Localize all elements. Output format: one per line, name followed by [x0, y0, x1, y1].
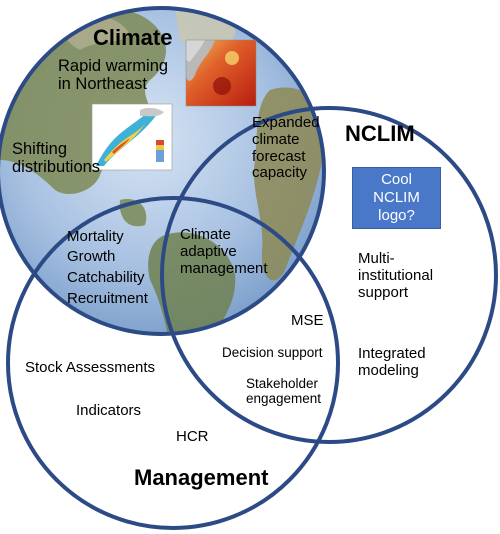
climate-item-rapid-warming: Rapid warming in Northeast	[58, 57, 169, 94]
overlap-item-mse: MSE	[291, 312, 324, 329]
nclim-title: NCLIM	[345, 121, 415, 146]
management-circle	[6, 196, 340, 530]
nclim-logo-placeholder: Cool NCLIM logo?	[352, 167, 441, 229]
climate-item-shifting-distributions: Shifting distributions	[12, 140, 101, 177]
species-distribution-map	[91, 103, 173, 171]
nclim-item-multi-institutional: Multi-institutional support	[358, 250, 434, 301]
overlap-item-mortality: Mortality	[67, 228, 124, 245]
management-title: Management	[134, 465, 269, 490]
nclim-item-integrated-modeling: Integrated modeling	[358, 345, 426, 379]
climate-title: Climate	[93, 25, 173, 50]
overlap-item-stakeholder-engagement: Stakeholder engagement	[246, 376, 322, 407]
nclim-item-expanded-forecast: Expanded climate forecast capacity	[252, 114, 320, 182]
nclim-circle	[160, 106, 498, 444]
overlap-item-recruitment: Recruitment	[67, 290, 148, 307]
overlap-item-catchability: Catchability	[67, 269, 145, 286]
overlap-item-growth: Growth	[67, 248, 116, 265]
management-item-stock-assessments: Stock Assessments	[25, 359, 156, 376]
management-item-indicators: Indicators	[76, 402, 142, 419]
center-climate-adaptive-management: Climate adaptive management	[180, 226, 268, 277]
sea-surface-temperature-map	[185, 39, 257, 107]
overlap-item-decision-support: Decision support	[222, 345, 323, 360]
management-item-hcr: HCR	[176, 428, 209, 445]
